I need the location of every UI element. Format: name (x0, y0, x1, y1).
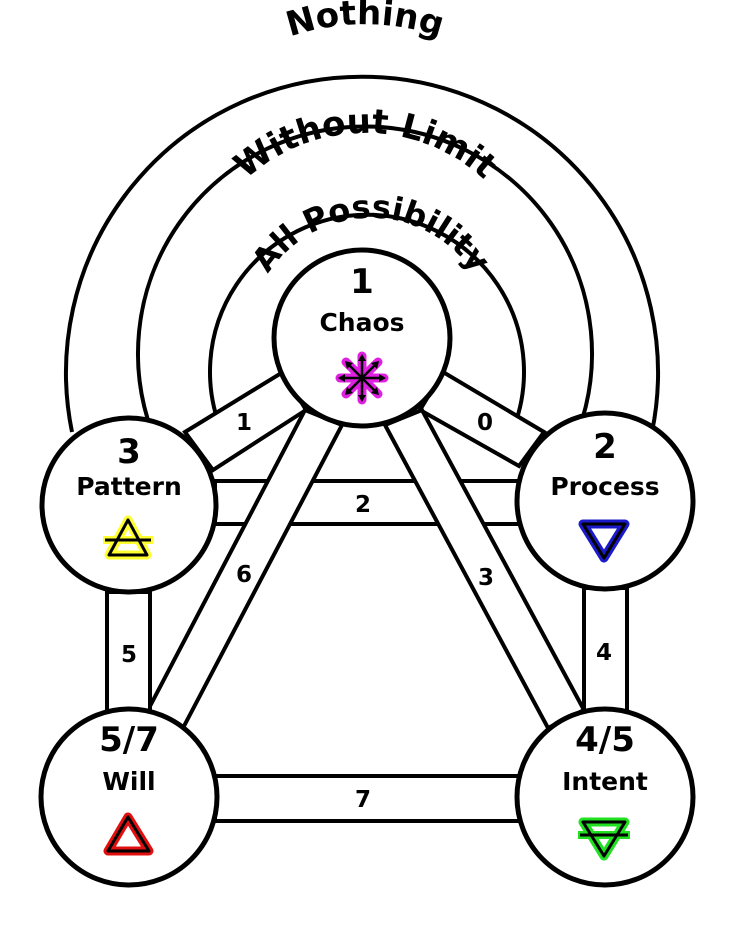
path-label-2: 2 (355, 492, 371, 518)
fire-triangle-icon (103, 812, 154, 856)
node-will-number: 5/7 (99, 720, 159, 760)
inner-ring (208, 212, 526, 433)
node-chaos-name: Chaos (319, 308, 404, 337)
node-intent-name: Intent (562, 767, 648, 796)
ring-label-without-limit: Without Limit (227, 102, 505, 187)
node-pattern-number: 3 (117, 432, 141, 472)
node-pattern-name: Pattern (76, 472, 182, 501)
water-triangle-icon (578, 519, 630, 563)
node-will: 5/7 Will (38, 706, 220, 888)
node-process-name: Process (550, 472, 659, 501)
path-label-3: 3 (478, 565, 494, 591)
node-process: 2 Process (514, 410, 696, 592)
path-label-0: 0 (477, 410, 493, 436)
node-intent: 4/5 Intent (514, 706, 696, 888)
ring-label-nothing: Nothing (282, 0, 449, 45)
node-process-number: 2 (593, 427, 617, 467)
path-label-1: 1 (236, 410, 252, 436)
outer-ring (64, 74, 660, 433)
path-label-7: 7 (355, 787, 371, 813)
node-chaos: 1 Chaos (271, 247, 453, 429)
path-label-4: 4 (596, 640, 612, 666)
path-label-5: 5 (121, 642, 137, 668)
node-chaos-number: 1 (350, 262, 374, 302)
node-will-name: Will (102, 767, 155, 796)
node-pattern: 3 Pattern (39, 415, 219, 595)
chaos-star-icon (335, 351, 389, 405)
node-intent-number: 4/5 (575, 720, 635, 760)
path-label-6: 6 (236, 562, 252, 588)
middle-ring (136, 124, 594, 433)
air-triangle-icon (103, 515, 153, 560)
earth-triangle-icon (578, 817, 630, 861)
